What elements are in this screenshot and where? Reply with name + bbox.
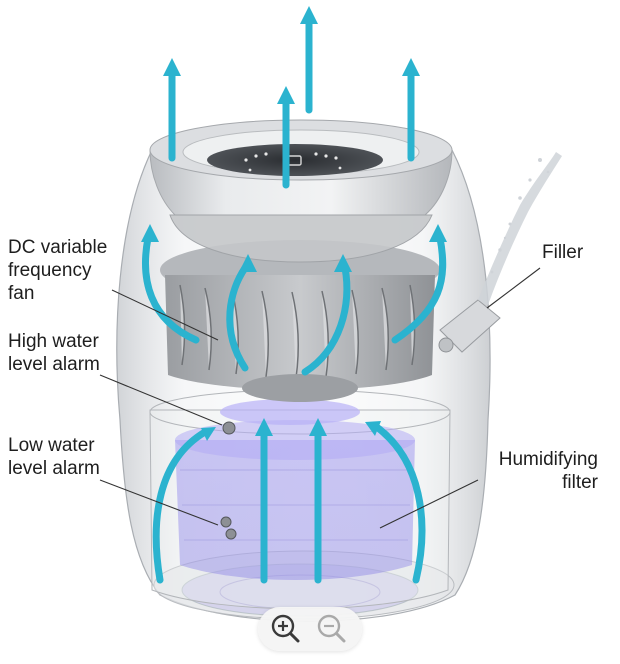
label-humidifying-filter: Humidifying filter — [499, 448, 598, 494]
label-line: Filler — [542, 242, 584, 263]
label-line: filter — [562, 472, 598, 493]
low-water-alarm-sensor — [220, 516, 237, 540]
airflow-curve-arrow — [301, 264, 351, 376]
label-line: Low water — [8, 435, 95, 456]
airflow-curve-arrow — [391, 234, 447, 344]
label-dc-fan: DC variable frequency fan — [8, 236, 107, 305]
label-filler: Filler — [542, 241, 583, 264]
leader-high-alarm — [99, 374, 223, 426]
airflow-arrows — [142, 16, 447, 584]
label-line: fan — [8, 283, 35, 304]
label-line: level alarm — [8, 354, 100, 375]
label-line: frequency — [8, 260, 92, 281]
label-line: DC variable — [8, 237, 108, 258]
leader-lines — [99, 267, 541, 529]
airflow-curve-arrow — [142, 234, 200, 344]
airflow-in-arrow — [374, 424, 426, 584]
airflow-arrowheads — [141, 6, 447, 441]
water-stream — [478, 152, 562, 305]
zoom-in-button[interactable] — [270, 613, 302, 645]
leader-filter — [379, 479, 479, 529]
zoom-out-icon — [317, 614, 346, 643]
leader-filler — [486, 267, 541, 309]
filler-inlet — [438, 299, 501, 353]
label-low-water-alarm: Low water level alarm — [8, 434, 100, 480]
high-water-alarm-sensor — [222, 421, 236, 435]
zoom-out-button[interactable] — [316, 613, 348, 645]
airflow-curve-arrow — [226, 264, 249, 372]
label-line: High water — [8, 331, 99, 352]
zoom-controls — [258, 607, 362, 651]
airflow-in-arrow — [152, 428, 209, 584]
label-high-water-alarm: High water level alarm — [8, 330, 100, 376]
leader-low-alarm — [99, 479, 219, 526]
zoom-in-icon — [271, 614, 300, 643]
leader-fan — [111, 289, 219, 341]
label-line: Humidifying — [498, 449, 598, 470]
label-line: level alarm — [8, 458, 100, 479]
top-collar — [149, 119, 453, 263]
dc-fan-assembly — [160, 240, 440, 402]
